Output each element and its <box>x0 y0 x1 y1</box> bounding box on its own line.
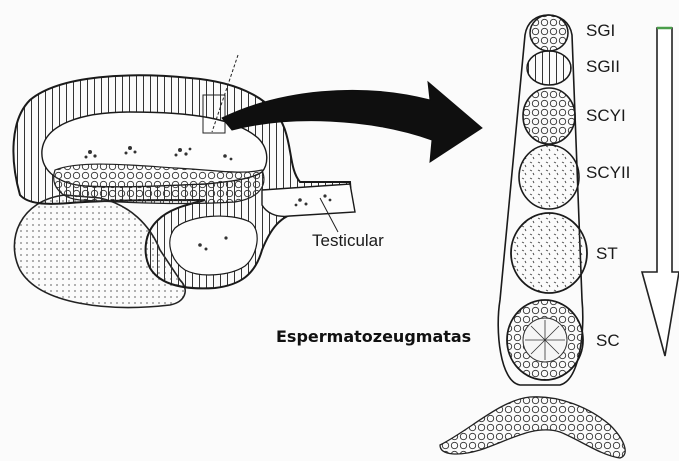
stage-label-scy2: SCYII <box>586 164 630 181</box>
lower-lumen <box>170 216 257 275</box>
stage-label-st: ST <box>596 245 618 262</box>
efferent-duct <box>262 184 355 216</box>
released-cells <box>440 397 625 458</box>
stage-label-scy1: SCYI <box>586 107 626 124</box>
stage-label-sg1: SGI <box>586 22 615 39</box>
stage-label-sc: SC <box>596 332 620 349</box>
progression-arrow <box>642 28 679 356</box>
testis-illustration <box>13 55 355 307</box>
testicular-label: Testicular <box>312 232 384 249</box>
espermatozeugmatas-label: Espermatozeugmatas <box>276 329 471 345</box>
cyst-column <box>498 15 587 385</box>
stage-label-sg2: SGII <box>586 58 620 75</box>
